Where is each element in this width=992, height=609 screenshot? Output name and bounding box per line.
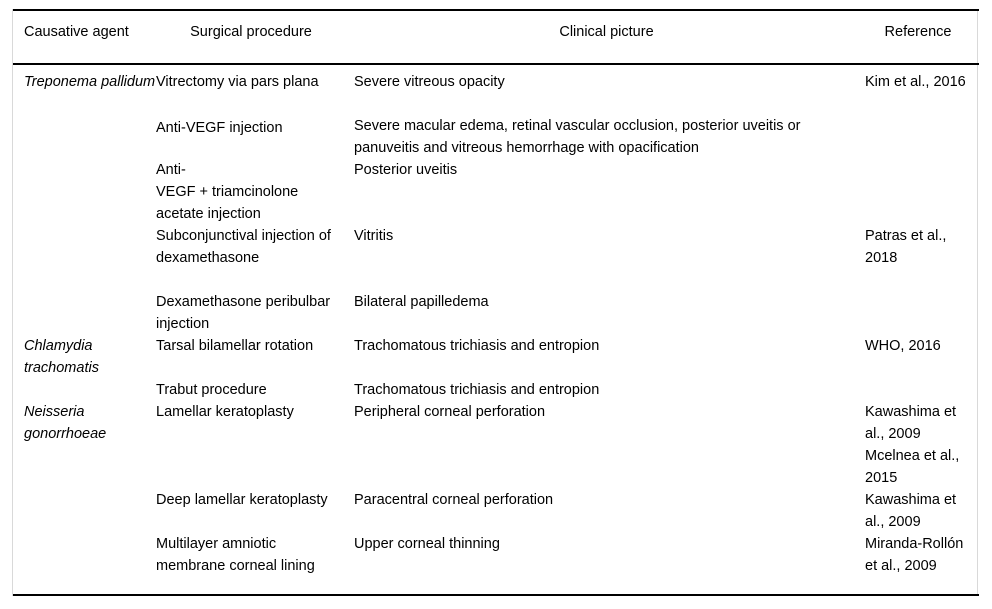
clinical-picture-cell: Severe vitreous opacity <box>354 74 505 90</box>
data-table: Causative agent Surgical procedure Clini… <box>12 9 979 596</box>
surgical-procedure-cell: Lamellar keratoplasty <box>156 404 294 420</box>
column-header-reference: Reference <box>884 24 952 40</box>
causative-agent-cell: Neisseria gonorrhoeae <box>24 404 107 442</box>
surgical-procedure-cell: Anti-VEGF injection <box>156 120 283 136</box>
clinical-picture-cell: Upper corneal thinning <box>354 536 500 552</box>
clinical-picture-cell: Posterior uveitis <box>354 162 458 178</box>
clinical-picture-cell: Vitritis <box>354 228 394 244</box>
reference-cell: Kim et al., 2016 <box>865 74 966 90</box>
table-bottom-rule <box>13 594 979 596</box>
column-header-causative-agent: Causative agent <box>24 24 129 40</box>
clinical-picture-cell: Peripheral corneal perforation <box>354 404 546 420</box>
surgical-procedure-cell: Multilayer amniotic membrane corneal lin… <box>156 536 315 574</box>
table-top-rule <box>13 9 979 11</box>
surgical-procedure-cell: Vitrectomy via pars plana <box>156 74 319 90</box>
clinical-picture-cell: Severe macular edema, retinal vascular o… <box>354 118 805 156</box>
causative-agent-cell: Chlamydia trachomatis <box>24 338 99 376</box>
surgical-procedure-cell: Deep lamellar keratoplasty <box>156 492 328 508</box>
table-header-rule <box>13 63 979 65</box>
reference-cell: Mcelnea et al., 2015 <box>865 448 964 486</box>
surgical-procedure-cell: Anti- VEGF + triamcinolone acetate injec… <box>156 162 299 222</box>
column-header-surgical-procedure: Surgical procedure <box>190 24 312 40</box>
surgical-procedure-cell: Subconjunctival injection of dexamethaso… <box>156 228 335 266</box>
reference-cell: WHO, 2016 <box>865 338 941 354</box>
column-header-clinical-picture: Clinical picture <box>559 24 654 40</box>
surgical-procedure-cell: Dexamethasone peribulbar injection <box>156 294 335 332</box>
reference-cell: Kawashima et al., 2009 <box>865 404 961 442</box>
reference-cell: Kawashima et al., 2009 <box>865 492 961 530</box>
surgical-procedure-cell: Tarsal bilamellar rotation <box>156 338 314 354</box>
surgical-procedure-cell: Trabut procedure <box>156 382 267 398</box>
reference-cell: Miranda-Rollón et al., 2009 <box>865 536 968 574</box>
clinical-picture-cell: Trachomatous trichiasis and entropion <box>354 382 600 398</box>
clinical-picture-cell: Bilateral papilledema <box>354 294 489 310</box>
clinical-picture-cell: Paracentral corneal perforation <box>354 492 554 508</box>
causative-agent-cell: Treponema pallidum <box>24 74 156 90</box>
clinical-picture-cell: Trachomatous trichiasis and entropion <box>354 338 600 354</box>
reference-cell: Patras et al., 2018 <box>865 228 951 266</box>
